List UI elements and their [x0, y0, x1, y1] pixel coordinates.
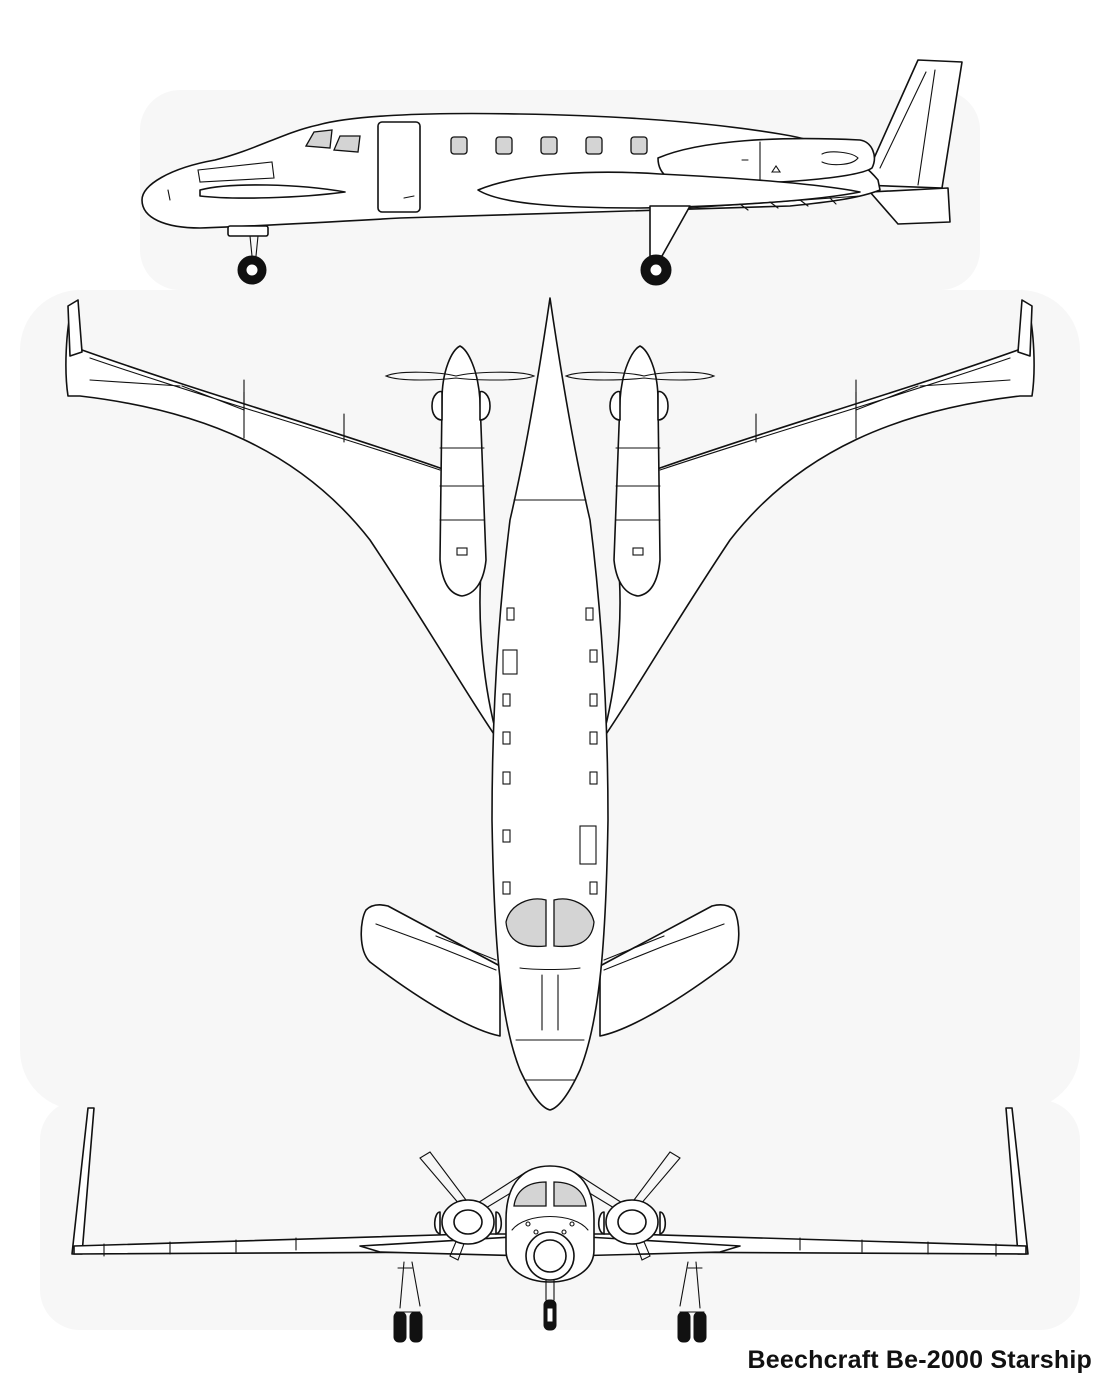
side-canard [199, 184, 346, 199]
front-windshield-right [553, 1181, 587, 1207]
top-right-propeller [564, 371, 716, 381]
front-right-engine [597, 1199, 667, 1245]
top-cabin-windows [502, 607, 598, 895]
front-left-engine [433, 1199, 503, 1245]
front-windshield-left [513, 1181, 547, 1207]
front-view [71, 1107, 1029, 1343]
top-right-nacelle [564, 345, 716, 597]
side-main-gear [640, 205, 691, 286]
side-cockpit-window-2 [333, 135, 361, 153]
top-left-nacelle [384, 345, 536, 597]
top-left-canard [360, 904, 501, 1037]
side-cabin-windows [450, 136, 648, 155]
side-vertical-tail [861, 59, 963, 189]
top-cockpit-window-left [505, 898, 547, 948]
front-nose-gear [543, 1279, 557, 1331]
side-wing [477, 171, 861, 209]
top-cockpit-window-right [553, 898, 595, 948]
top-right-canard [599, 904, 740, 1037]
drawing-caption: Beechcraft Be-2000 Starship [747, 1346, 1092, 1374]
top-left-propeller [384, 371, 536, 381]
front-right-main-gear [677, 1261, 707, 1343]
side-ventral-fin [869, 187, 951, 225]
side-cabin-door [377, 121, 421, 213]
top-view [65, 297, 1035, 1111]
front-left-main-gear [393, 1261, 423, 1343]
side-view [141, 59, 963, 286]
side-nose-gear [227, 225, 269, 285]
side-cockpit-window-1 [304, 129, 333, 149]
